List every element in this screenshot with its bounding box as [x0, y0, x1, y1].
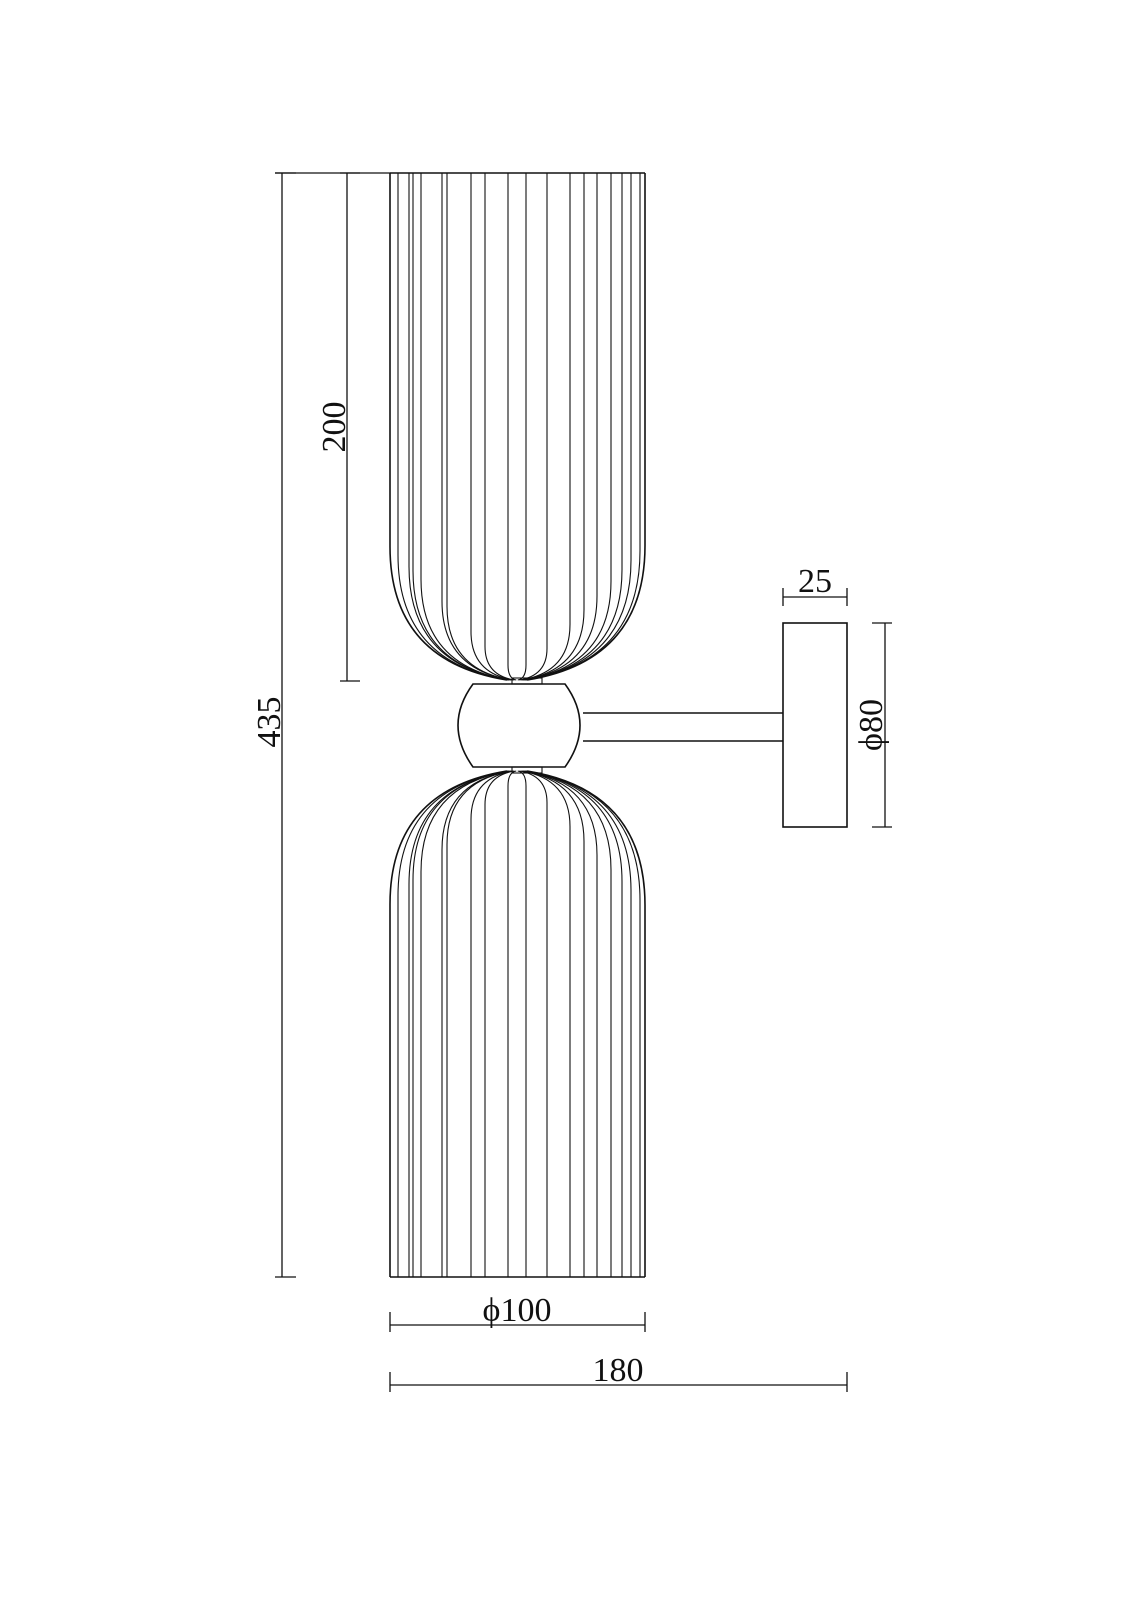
dimension-200: 200	[316, 172, 360, 682]
shade-rib	[507, 173, 517, 681]
shade-rib	[470, 770, 514, 1277]
shade-rib	[446, 770, 512, 1277]
dimension-label-phi100: ϕ100	[483, 1292, 552, 1329]
shade-rib	[524, 173, 612, 681]
dimension-label-phi80: ϕ80	[853, 699, 890, 751]
shade-rib	[397, 173, 508, 681]
shade-rib	[470, 173, 514, 681]
shade-rib	[525, 173, 623, 681]
shade-rib	[420, 770, 510, 1277]
dimension-25: 25	[782, 563, 848, 606]
shade-rib	[446, 173, 512, 681]
shade-rib	[408, 770, 509, 1277]
dimension-label-180: 180	[593, 1352, 644, 1389]
top-collar	[511, 677, 543, 685]
shade-rib	[507, 770, 517, 1277]
shade-rib	[525, 770, 623, 1277]
dimension-phi100: ϕ100	[389, 1292, 646, 1332]
shade-rib	[484, 770, 515, 1277]
shade-rib	[523, 770, 598, 1277]
wall-lamp-outline	[389, 172, 848, 1278]
shade-rib	[527, 770, 646, 1277]
shade-rib	[522, 770, 585, 1277]
bottom-shade	[389, 770, 646, 1278]
shade-rib	[517, 173, 527, 681]
shade-rib	[519, 770, 548, 1277]
top-shade	[389, 172, 646, 681]
shade-rib	[441, 173, 512, 681]
dimension-phi80: ϕ80	[853, 622, 892, 828]
shade-rib	[441, 770, 512, 1277]
center-knob	[457, 683, 581, 768]
shade-rib	[521, 173, 571, 681]
dimension-label-25: 25	[798, 563, 832, 600]
shade-rib	[526, 173, 641, 681]
shade-rib	[397, 770, 508, 1277]
shade-rib	[412, 173, 509, 681]
shade-rib	[519, 173, 548, 681]
dimension-label-200: 200	[316, 402, 353, 453]
dimension-180: 180	[389, 1352, 848, 1392]
dimension-label-435: 435	[251, 697, 288, 748]
shade-rib	[523, 173, 598, 681]
shade-rib	[522, 173, 585, 681]
shade-rib	[408, 173, 509, 681]
shade-rib	[521, 770, 571, 1277]
shade-rib	[526, 173, 632, 681]
shade-rib	[412, 770, 509, 1277]
shade-rib	[389, 770, 507, 1277]
shade-rib	[420, 173, 510, 681]
shade-rib	[389, 173, 507, 681]
shade-rib	[517, 770, 527, 1277]
wall-plate	[782, 622, 848, 828]
dimension-435: 435	[251, 172, 390, 1278]
shade-rib	[484, 173, 515, 681]
shade-rib	[526, 770, 632, 1277]
shade-rib	[524, 770, 612, 1277]
shade-rib	[526, 770, 641, 1277]
bottom-collar	[511, 766, 543, 774]
shade-rib	[527, 173, 646, 681]
